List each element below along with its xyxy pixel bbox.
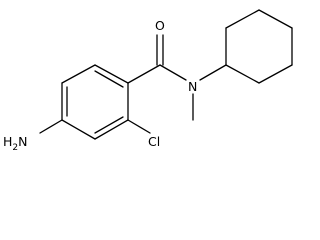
ring-bond-c1-c2 <box>94 64 129 84</box>
ring-double-bond-inner-3 <box>94 116 124 134</box>
ring-bond-c4-c5 <box>61 119 96 140</box>
cy-bond-6 <box>225 64 260 84</box>
amide-group <box>127 34 227 121</box>
amino-label: H2N <box>3 134 28 153</box>
ring-bond-c2-c3 <box>61 64 96 84</box>
cy-bond-2 <box>225 9 260 29</box>
ring-double-bond-inner-1 <box>94 70 124 88</box>
bond-ring-to-chlorine <box>127 119 151 134</box>
benzene-ring <box>61 64 129 140</box>
cyclohexyl-ring <box>225 9 293 84</box>
oxygen-label: O <box>155 18 165 33</box>
cy-bond-5 <box>258 64 293 84</box>
molecule-drawing: O N Cl H2N <box>3 9 293 153</box>
bond-carbonyl-to-n <box>159 64 187 81</box>
nitrogen-label: N <box>188 79 197 94</box>
chlorine-label: Cl <box>148 134 160 149</box>
cy-bond-3 <box>258 9 293 29</box>
bond-ring-to-amino <box>39 119 63 134</box>
bond-n-to-cyclohexyl <box>199 64 227 81</box>
bond-ring-to-carbonyl <box>127 64 161 84</box>
structure-diagram: O N Cl H2N <box>3 9 293 153</box>
ring-bond-c5-c6 <box>94 119 129 140</box>
